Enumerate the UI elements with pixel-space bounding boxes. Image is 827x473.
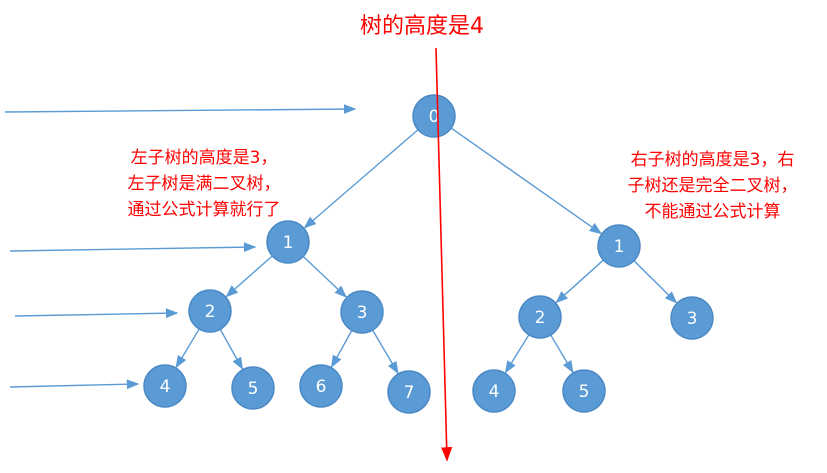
tree-node-circle — [562, 369, 606, 413]
tree-node-circle — [412, 94, 456, 138]
tree-node-root: 0 — [412, 94, 456, 138]
tree-node-L6: 6 — [299, 364, 343, 408]
tree-node-circle — [143, 364, 187, 408]
tree-node-label: 3 — [357, 303, 368, 323]
tree-node-L3: 3 — [340, 290, 384, 334]
left-subtree-note: 左子树的高度是3， 左子树是满二叉树， 通过公式计算就行了 — [84, 145, 324, 223]
tree-node-label: 3 — [687, 309, 698, 329]
level-arrow — [14, 308, 179, 319]
tree-node-circle — [299, 364, 343, 408]
height-title: 树的高度是4 — [360, 14, 484, 39]
right-note-line: 右子树的高度是3，右 — [630, 150, 795, 170]
tree-node-label: 2 — [205, 302, 216, 322]
tree-node-label: 4 — [489, 382, 500, 402]
level-arrows — [4, 104, 357, 390]
tree-node-label: 1 — [283, 233, 294, 253]
tree-edge-root-L1 — [303, 127, 421, 229]
tree-edge-R2-R4 — [504, 332, 531, 374]
tree-node-R1: 1 — [597, 224, 641, 268]
level-arrow — [4, 104, 357, 114]
tree-node-L4: 4 — [143, 364, 187, 408]
tree-node-label: 1 — [614, 237, 625, 257]
right-note-line: 不能通过公式计算 — [644, 202, 781, 222]
height-arrow — [435, 47, 453, 462]
tree-node-circle — [472, 369, 516, 413]
left-note-line: 左子树的高度是3， — [130, 148, 278, 168]
tree-edge-L2-L5 — [218, 327, 243, 371]
tree-node-R2: 2 — [518, 295, 562, 339]
left-note-line: 通过公式计算就行了 — [127, 200, 281, 220]
tree-nodes: 0 1 2 3 4 5 6 7 1 2 3 4 5 — [143, 94, 714, 414]
tree-node-R4: 4 — [472, 369, 516, 413]
tree-node-circle — [231, 366, 275, 410]
tree-node-circle — [340, 290, 384, 334]
tree-node-R3: 3 — [670, 296, 714, 340]
tree-edge-L2-L4 — [175, 326, 201, 369]
tree-edge-R1-R3 — [632, 258, 678, 304]
tree-edge-L1-L3 — [301, 254, 348, 298]
tree-edge-R1-R2 — [555, 258, 606, 304]
tree-node-L7: 7 — [387, 370, 431, 414]
level-arrow — [9, 242, 257, 253]
tree-edge-L1-L2 — [225, 254, 275, 298]
tree-node-label: 4 — [160, 377, 171, 397]
tree-node-circle — [266, 220, 310, 264]
tree-edge-L3-L7 — [370, 328, 399, 375]
tree-node-circle — [188, 289, 232, 333]
tree-edge-root-R1 — [449, 126, 603, 235]
tree-node-label: 5 — [248, 379, 259, 399]
tree-node-circle — [387, 370, 431, 414]
tree-edge-R2-R5 — [549, 332, 574, 374]
tree-node-label: 7 — [404, 383, 415, 403]
tree-edges — [175, 126, 678, 375]
tree-node-circle — [597, 224, 641, 268]
tree-node-circle — [518, 295, 562, 339]
tree-node-circle — [670, 296, 714, 340]
level-arrow — [9, 379, 140, 390]
height-arrow-group — [435, 47, 453, 462]
right-subtree-note: 右子树的高度是3，右 子树还是完全二叉树， 不能通过公式计算 — [600, 147, 825, 225]
tree-node-label: 5 — [579, 382, 590, 402]
left-note-line: 左子树是满二叉树， — [127, 174, 281, 194]
right-note-line: 子树还是完全二叉树， — [627, 176, 798, 196]
tree-node-L1: 1 — [266, 220, 310, 264]
tree-node-label: 6 — [316, 377, 327, 397]
tree-node-label: 0 — [429, 107, 440, 127]
tree-node-R5: 5 — [562, 369, 606, 413]
tree-node-L2: 2 — [188, 289, 232, 333]
tree-node-label: 2 — [535, 308, 546, 328]
tree-edge-L3-L6 — [331, 328, 354, 369]
tree-node-L5: 5 — [231, 366, 275, 410]
